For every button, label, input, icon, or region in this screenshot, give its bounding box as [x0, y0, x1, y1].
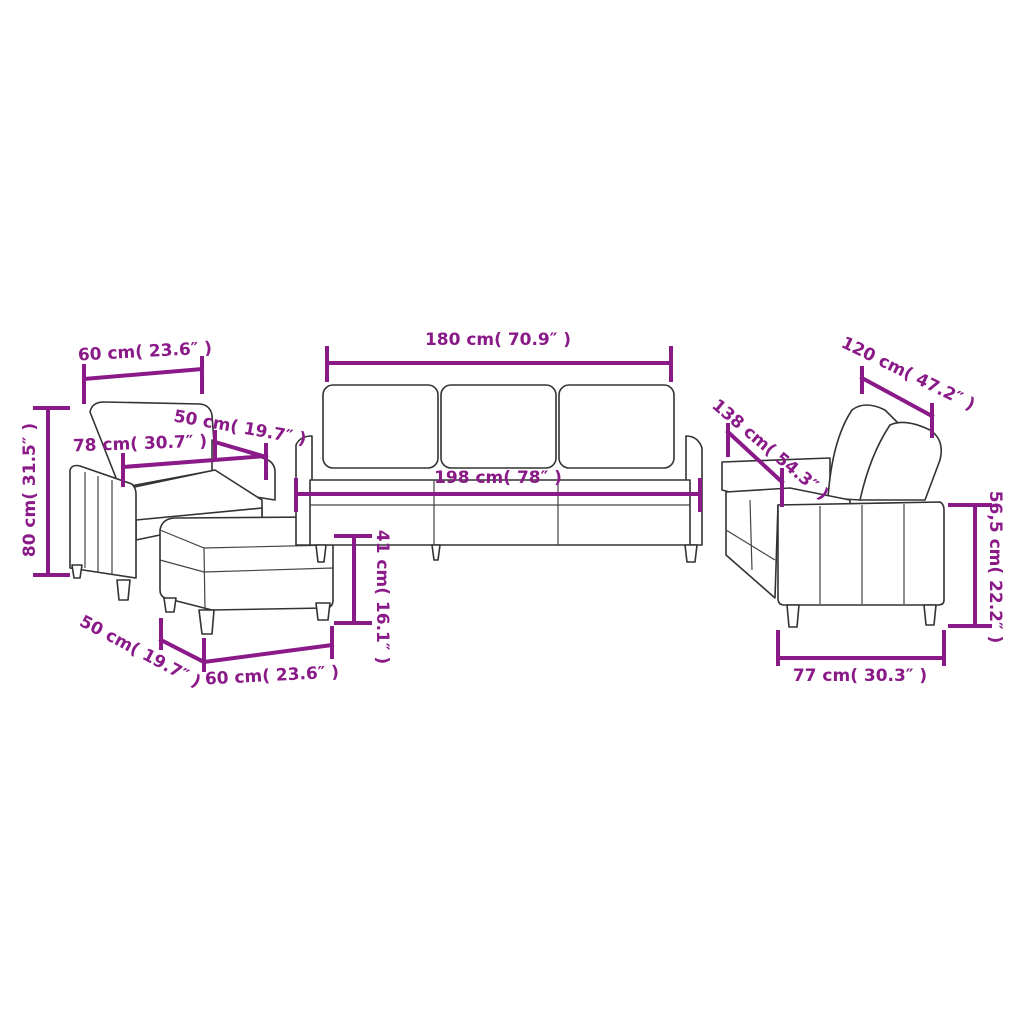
footstool-width-label: 60 cm( 23.6″ ) [204, 662, 339, 689]
armchair-width-label: 60 cm( 23.6″ ) [77, 338, 212, 365]
armchair-depth-label: 78 cm( 30.7″ ) [73, 432, 208, 457]
sofa-cushion [440, 384, 557, 469]
footstool-height-label: 41 cm( 16.1″ ) [372, 530, 392, 664]
armchair-height-label: 80 cm( 31.5″ ) [20, 423, 40, 557]
loveseat-seat-height-label: 56,5 cm( 22.2″ ) [985, 491, 1005, 644]
sofa-total-width-label: 198 cm( 78″ ) [434, 468, 562, 488]
sofa-cushion [558, 384, 675, 469]
footstool-drawing [159, 516, 334, 635]
loveseat-depth-label: 77 cm( 30.3″ ) [793, 666, 927, 686]
sofa-drawing [295, 384, 703, 563]
loveseat-drawing [721, 404, 945, 628]
dimension-lines [33, 346, 992, 672]
sofa-seat-width-label: 180 cm( 70.9″ ) [425, 330, 571, 350]
sofa-cushion [322, 384, 439, 469]
